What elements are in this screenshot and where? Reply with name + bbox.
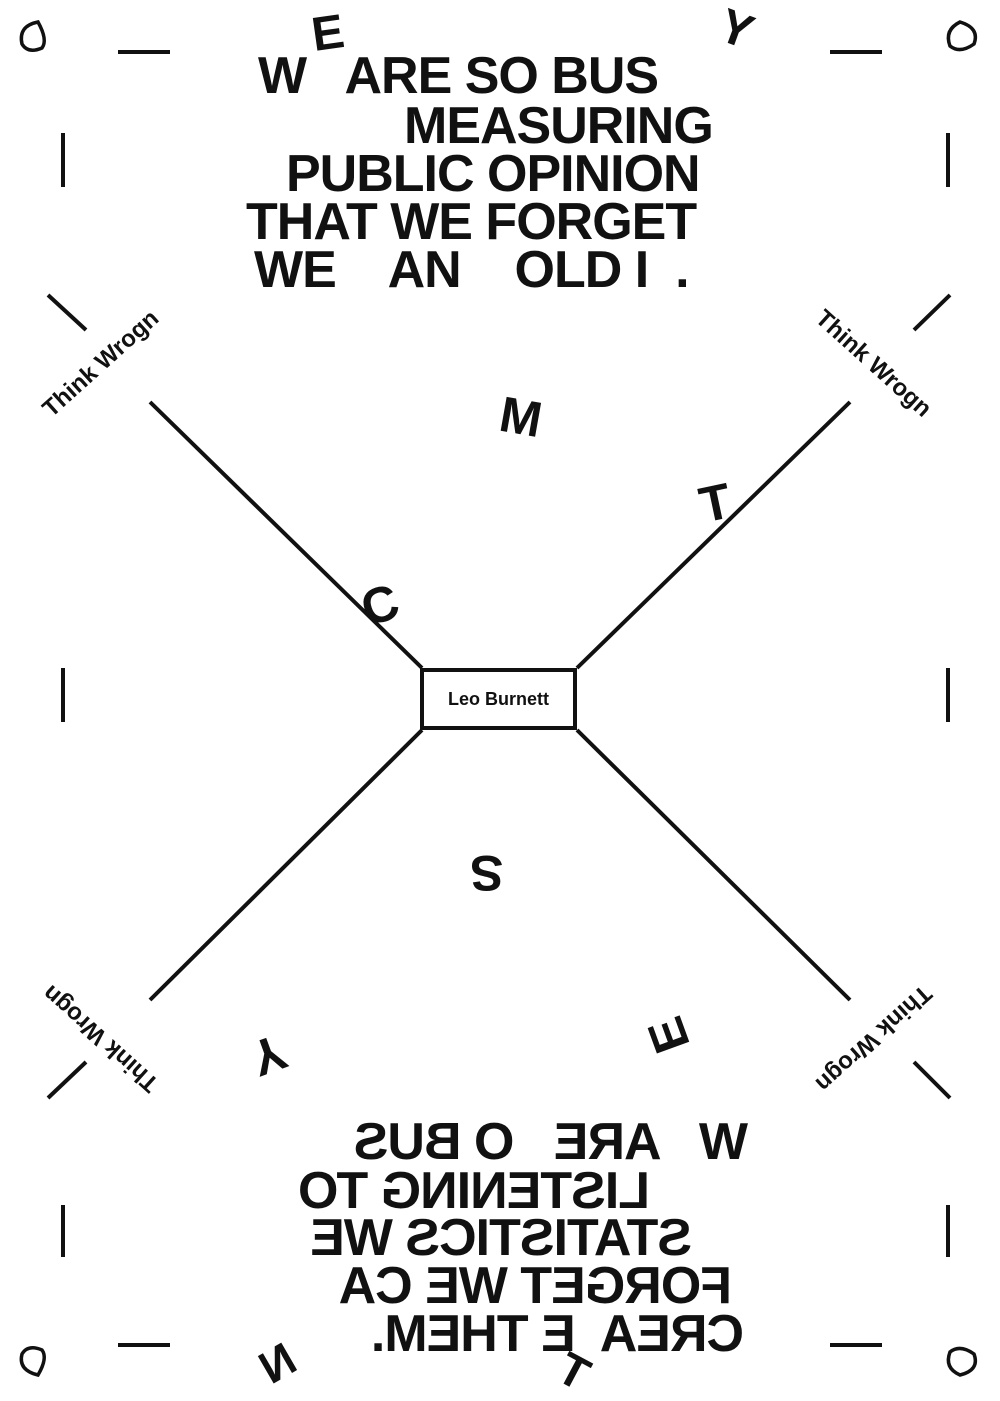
center-label: Leo Burnett bbox=[448, 688, 549, 709]
bottom-line-1: W ARE O BUS bbox=[354, 1113, 748, 1171]
top-line-1: W ARE SO BUS bbox=[258, 47, 659, 105]
bottom-floating-n: N bbox=[249, 1332, 305, 1394]
drop-icon-tl bbox=[19, 20, 46, 52]
drop-icon-br bbox=[946, 1346, 978, 1377]
top-line-5: WE AN OLD I . bbox=[254, 241, 690, 299]
top-line-2: MEASURING bbox=[404, 97, 714, 155]
drop-icon-bl bbox=[19, 1346, 46, 1378]
center-label-box: Leo Burnett bbox=[420, 668, 577, 730]
letter-m: M bbox=[495, 385, 547, 449]
bottom-line-5: CREA E THEM. bbox=[371, 1305, 744, 1363]
top-line-3: PUBLIC OPINION bbox=[286, 145, 701, 203]
drop-icon-tr bbox=[946, 20, 978, 52]
letter-s: S bbox=[470, 845, 504, 901]
top-line-4: THAT WE FORGET bbox=[246, 193, 697, 251]
